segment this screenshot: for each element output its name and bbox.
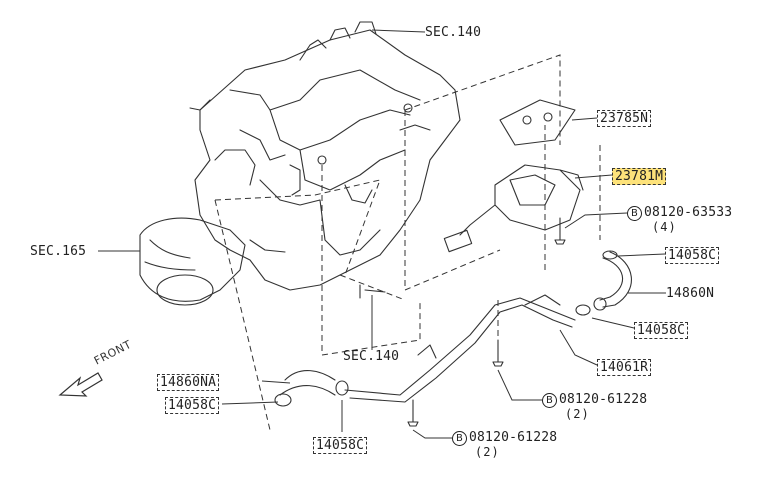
engine-block	[190, 22, 460, 290]
bolt-63533-number: 08120-63533	[644, 205, 733, 220]
tube-14061r	[345, 295, 575, 402]
bolt-61228-a-number: 08120-61228	[559, 392, 648, 407]
label-14058c-d[interactable]: 14058C	[313, 437, 368, 454]
bolt-b-circle-icon: B	[452, 431, 467, 446]
label-14058c-c[interactable]: 14058C	[165, 397, 220, 414]
hose-14860n	[576, 251, 631, 315]
label-14860na[interactable]: 14860NA	[157, 374, 220, 391]
label-bolt-63533-qty: (4)	[652, 220, 677, 234]
bolts	[318, 104, 565, 426]
label-sec140-bottom[interactable]: SEC.140	[343, 349, 400, 364]
gasket-23785n	[500, 100, 575, 145]
label-bolt-61228-b-qty: (2)	[475, 445, 500, 459]
hose-14860na	[275, 371, 348, 406]
label-23781m[interactable]: 23781M	[612, 168, 667, 185]
label-14061r[interactable]: 14061R	[597, 359, 652, 376]
intake-duct	[140, 218, 245, 305]
label-23785n[interactable]: 23785N	[597, 110, 652, 127]
label-14860n[interactable]: 14860N	[666, 286, 715, 301]
bolt-b-circle-icon: B	[542, 393, 557, 408]
front-arrow-icon	[60, 373, 102, 396]
label-sec140-top[interactable]: SEC.140	[425, 25, 482, 40]
sensor-23781m	[444, 165, 583, 252]
label-sec165[interactable]: SEC.165	[30, 244, 87, 259]
bolt-b-circle-icon: B	[627, 206, 642, 221]
label-14058c-a[interactable]: 14058C	[665, 247, 720, 264]
label-14058c-b[interactable]: 14058C	[634, 322, 689, 339]
label-bolt-61228-a-qty: (2)	[565, 407, 590, 421]
bolt-61228-b-number: 08120-61228	[469, 430, 558, 445]
